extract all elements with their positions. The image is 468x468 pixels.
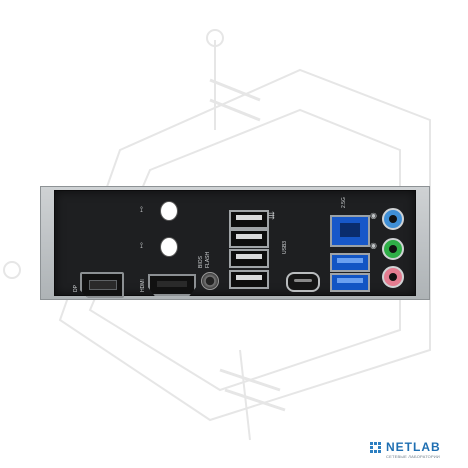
usb3-port [330,273,370,292]
hdmi-label: HDMI [140,279,146,292]
usb3-label: USB3 [282,240,288,254]
lan-port [330,215,370,247]
audio-line-in-jack [382,208,404,230]
audio-mic-jack [382,266,404,288]
usb-c-port [286,272,320,292]
wifi-antenna-hole-bottom [160,237,178,257]
line-out-icon: ◉ [370,241,377,250]
hdmi-port [148,274,196,296]
usb3-port [330,253,370,272]
lan-speed-label: 2.5G [341,197,347,208]
antenna-icon: ⟟ [140,205,143,214]
netlab-watermark-logo: NETLAB СЕТЕВЫЕ ЛАБОРАТОРИИ [370,440,468,466]
antenna-icon: ⟟ [140,241,143,250]
usb2-port [229,210,269,229]
usb2-port [229,270,269,289]
netlab-mark-icon [370,442,382,454]
line-in-icon: ◉ [370,211,377,220]
bios-label: BIOS [198,256,204,268]
usb-icon: ⇶ [268,211,275,220]
flash-label: FLASH [205,251,211,268]
audio-line-out-jack [382,238,404,260]
displayport-label: DP [73,285,79,292]
usb2-port [229,229,269,248]
displayport-port [80,272,124,298]
wifi-antenna-hole-top [160,201,178,221]
usb2-port [229,249,269,268]
netlab-tagline: СЕТЕВЫЕ ЛАБОРАТОРИИ [386,454,440,459]
bios-flashback-button [201,272,219,290]
netlab-brand-name: NETLAB [386,440,441,454]
